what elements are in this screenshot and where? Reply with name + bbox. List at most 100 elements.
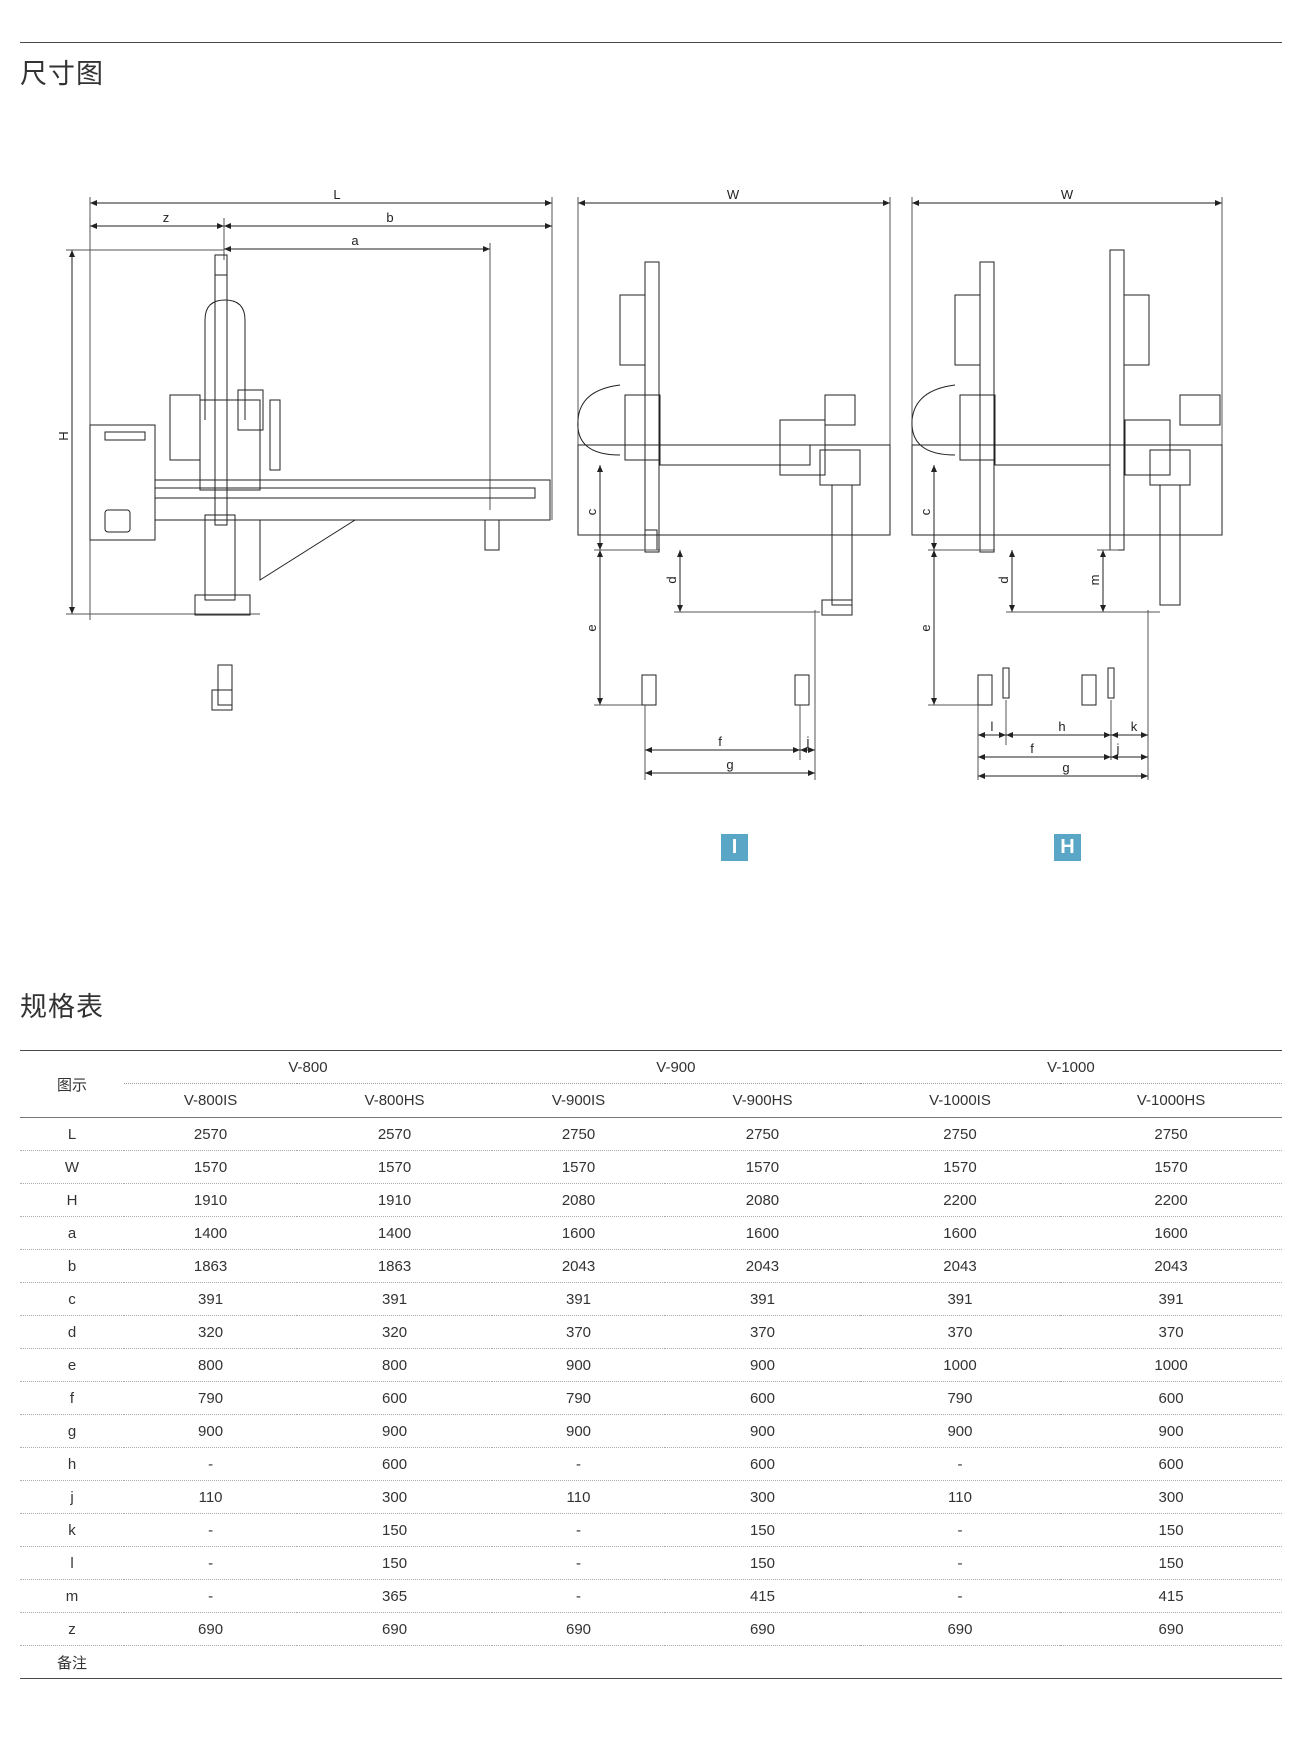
dimension-drawing: L z b a H W c d e f j g W c d m e l h k … [56, 187, 1223, 780]
row-label: h [20, 1447, 124, 1481]
model-header: V-900IS [491, 1083, 666, 1118]
table-cell: 690 [124, 1612, 298, 1646]
label-W-I: W [727, 187, 740, 202]
table-cell: - [124, 1513, 298, 1547]
row-label: 备注 [20, 1645, 124, 1679]
cross-beam-I [659, 444, 811, 466]
table-cell: 690 [1060, 1612, 1282, 1646]
label-c-H: c [918, 508, 933, 515]
label-c-I: c [584, 508, 599, 515]
table-row: m-365-415-415 [20, 1579, 1282, 1613]
table-cell: 790 [124, 1381, 298, 1415]
table-cell [859, 1645, 1061, 1679]
label-k-H: k [1131, 719, 1138, 734]
table-cell: 150 [297, 1546, 492, 1580]
table-cell: 150 [1060, 1546, 1282, 1580]
table-cell: 1600 [665, 1216, 860, 1250]
table-cell: 900 [665, 1348, 860, 1382]
table-cell: 110 [124, 1480, 298, 1514]
table-cell: 2750 [491, 1117, 666, 1151]
table-cell: 150 [1060, 1513, 1282, 1547]
badge-I: I [721, 834, 748, 861]
table-cell: - [859, 1546, 1061, 1580]
label-j-I: j [806, 734, 810, 749]
row-label: k [20, 1513, 124, 1547]
vertical-column-H-right [1109, 249, 1125, 551]
table-cell: 1400 [124, 1216, 298, 1250]
table-cell: 600 [1060, 1381, 1282, 1415]
label-e-I: e [584, 624, 599, 631]
table-cell: 690 [491, 1612, 666, 1646]
table-cell: 2750 [1060, 1117, 1282, 1151]
label-z: z [163, 210, 170, 225]
pillar-I [831, 484, 853, 606]
table-cell: 800 [124, 1348, 298, 1382]
table-cell [1060, 1645, 1282, 1679]
table-cell: 1600 [859, 1216, 1061, 1250]
front-view-I [577, 197, 891, 780]
spec-table: 图示 V-800 V-900 V-1000 V-800IS V-800HS V-… [20, 1050, 1282, 1679]
table-cell: 600 [665, 1381, 860, 1415]
table-cell: 2080 [665, 1183, 860, 1217]
table-row: l-150-150-150 [20, 1546, 1282, 1580]
table-cell: - [124, 1447, 298, 1481]
table-cell: 900 [491, 1414, 666, 1448]
table-cell: 320 [124, 1315, 298, 1349]
table-cell: 2200 [1060, 1183, 1282, 1217]
table-row: h-600-600-600 [20, 1447, 1282, 1481]
table-cell: 790 [859, 1381, 1061, 1415]
group-header: V-800 [124, 1050, 492, 1084]
table-cell: 900 [665, 1414, 860, 1448]
table-cell: 2200 [859, 1183, 1061, 1217]
table-cell: - [491, 1513, 666, 1547]
table-cell: 1570 [1060, 1150, 1282, 1184]
table-cell [491, 1645, 666, 1679]
table-cell: 690 [859, 1612, 1061, 1646]
group-header: V-900 [491, 1050, 860, 1084]
table-cell: - [124, 1579, 298, 1613]
table-cell: - [859, 1513, 1061, 1547]
table-cell: 391 [491, 1282, 666, 1316]
badge-H: H [1054, 834, 1081, 861]
table-cell: 1600 [491, 1216, 666, 1250]
spec-heading: 规格表 [20, 992, 104, 1023]
table-cell: 1000 [859, 1348, 1061, 1382]
table-cell: 2570 [124, 1117, 298, 1151]
row-label: e [20, 1348, 124, 1382]
label-d-H: d [996, 576, 1011, 583]
row-label: b [20, 1249, 124, 1283]
table-cell: 370 [859, 1315, 1061, 1349]
vertical-column-H-left [979, 261, 995, 553]
table-cell: 2080 [491, 1183, 666, 1217]
table-cell: 110 [859, 1480, 1061, 1514]
table-cell: 370 [491, 1315, 666, 1349]
table-cell: 900 [859, 1414, 1061, 1448]
table-cell: - [859, 1447, 1061, 1481]
label-d-I: d [664, 576, 679, 583]
pillar-H [1159, 484, 1181, 606]
dimension-heading: 尺寸图 [20, 59, 104, 90]
table-cell: 1600 [1060, 1216, 1282, 1250]
label-e-H: e [918, 624, 933, 631]
table-cell: 320 [297, 1315, 492, 1349]
row-label: H [20, 1183, 124, 1217]
front-view-H [911, 197, 1223, 780]
table-cell: 2750 [859, 1117, 1061, 1151]
table-cell: 600 [297, 1447, 492, 1481]
table-cell: 300 [297, 1480, 492, 1514]
model-header-row: V-800IS V-800HS V-900IS V-900HS V-1000IS… [20, 1083, 1282, 1118]
table-cell: 300 [665, 1480, 860, 1514]
top-rule [20, 42, 1282, 43]
row-label: g [20, 1414, 124, 1448]
row-label: W [20, 1150, 124, 1184]
corner-cell: 图示 [20, 1050, 124, 1118]
row-label: L [20, 1117, 124, 1151]
table-cell: - [491, 1579, 666, 1613]
table-cell: 1400 [297, 1216, 492, 1250]
model-header: V-800HS [297, 1083, 492, 1118]
label-L: L [333, 187, 340, 202]
row-label: z [20, 1612, 124, 1646]
